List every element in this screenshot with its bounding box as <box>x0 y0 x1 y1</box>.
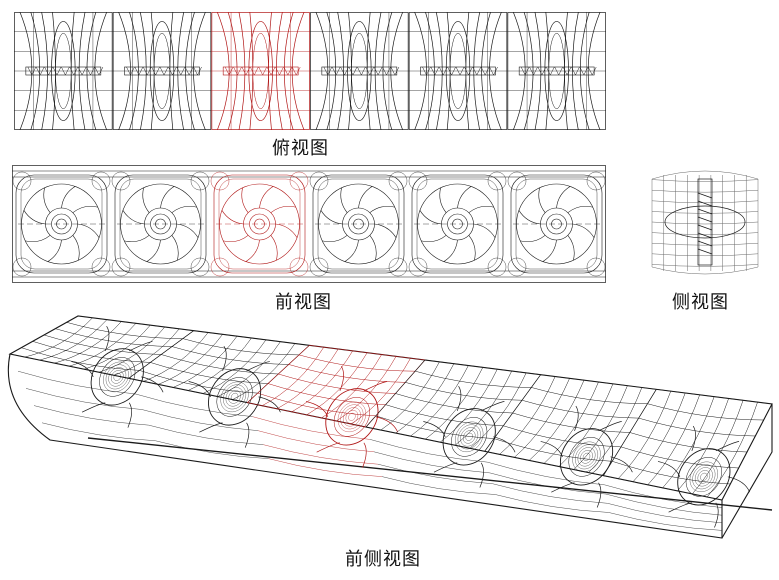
isometric-module <box>602 389 773 531</box>
front-view-module <box>12 171 111 277</box>
top-view-caption: 俯视图 <box>272 138 329 159</box>
front-view-module <box>309 171 408 277</box>
front-view-module <box>111 171 210 277</box>
top-view-drawing <box>14 12 606 130</box>
isometric-view-drawing <box>0 312 779 548</box>
side-view-rotor <box>664 178 746 266</box>
isometric-module <box>365 359 542 495</box>
isometric-box-frame <box>7 315 773 539</box>
top-view-module <box>112 12 212 130</box>
side-view-drawing <box>646 163 768 283</box>
front-view-caption: 前视图 <box>275 292 332 313</box>
isometric-module <box>9 315 195 441</box>
side-view-body <box>651 170 759 275</box>
top-view-module <box>310 12 409 130</box>
top-view-module <box>507 12 606 130</box>
isometric-module-highlighted <box>246 345 426 477</box>
front-view-frame <box>12 165 606 283</box>
front-view-drawing <box>12 165 606 283</box>
isometric-view-caption: 前侧视图 <box>345 549 421 570</box>
front-view-module-highlighted <box>210 171 309 277</box>
top-view-module-highlighted <box>211 12 310 130</box>
top-view-module <box>14 12 113 130</box>
isometric-module <box>127 330 311 459</box>
front-view-module <box>408 171 507 277</box>
front-view-module <box>507 171 606 277</box>
side-view-caption: 侧视图 <box>672 292 729 313</box>
top-view-module <box>408 12 508 130</box>
